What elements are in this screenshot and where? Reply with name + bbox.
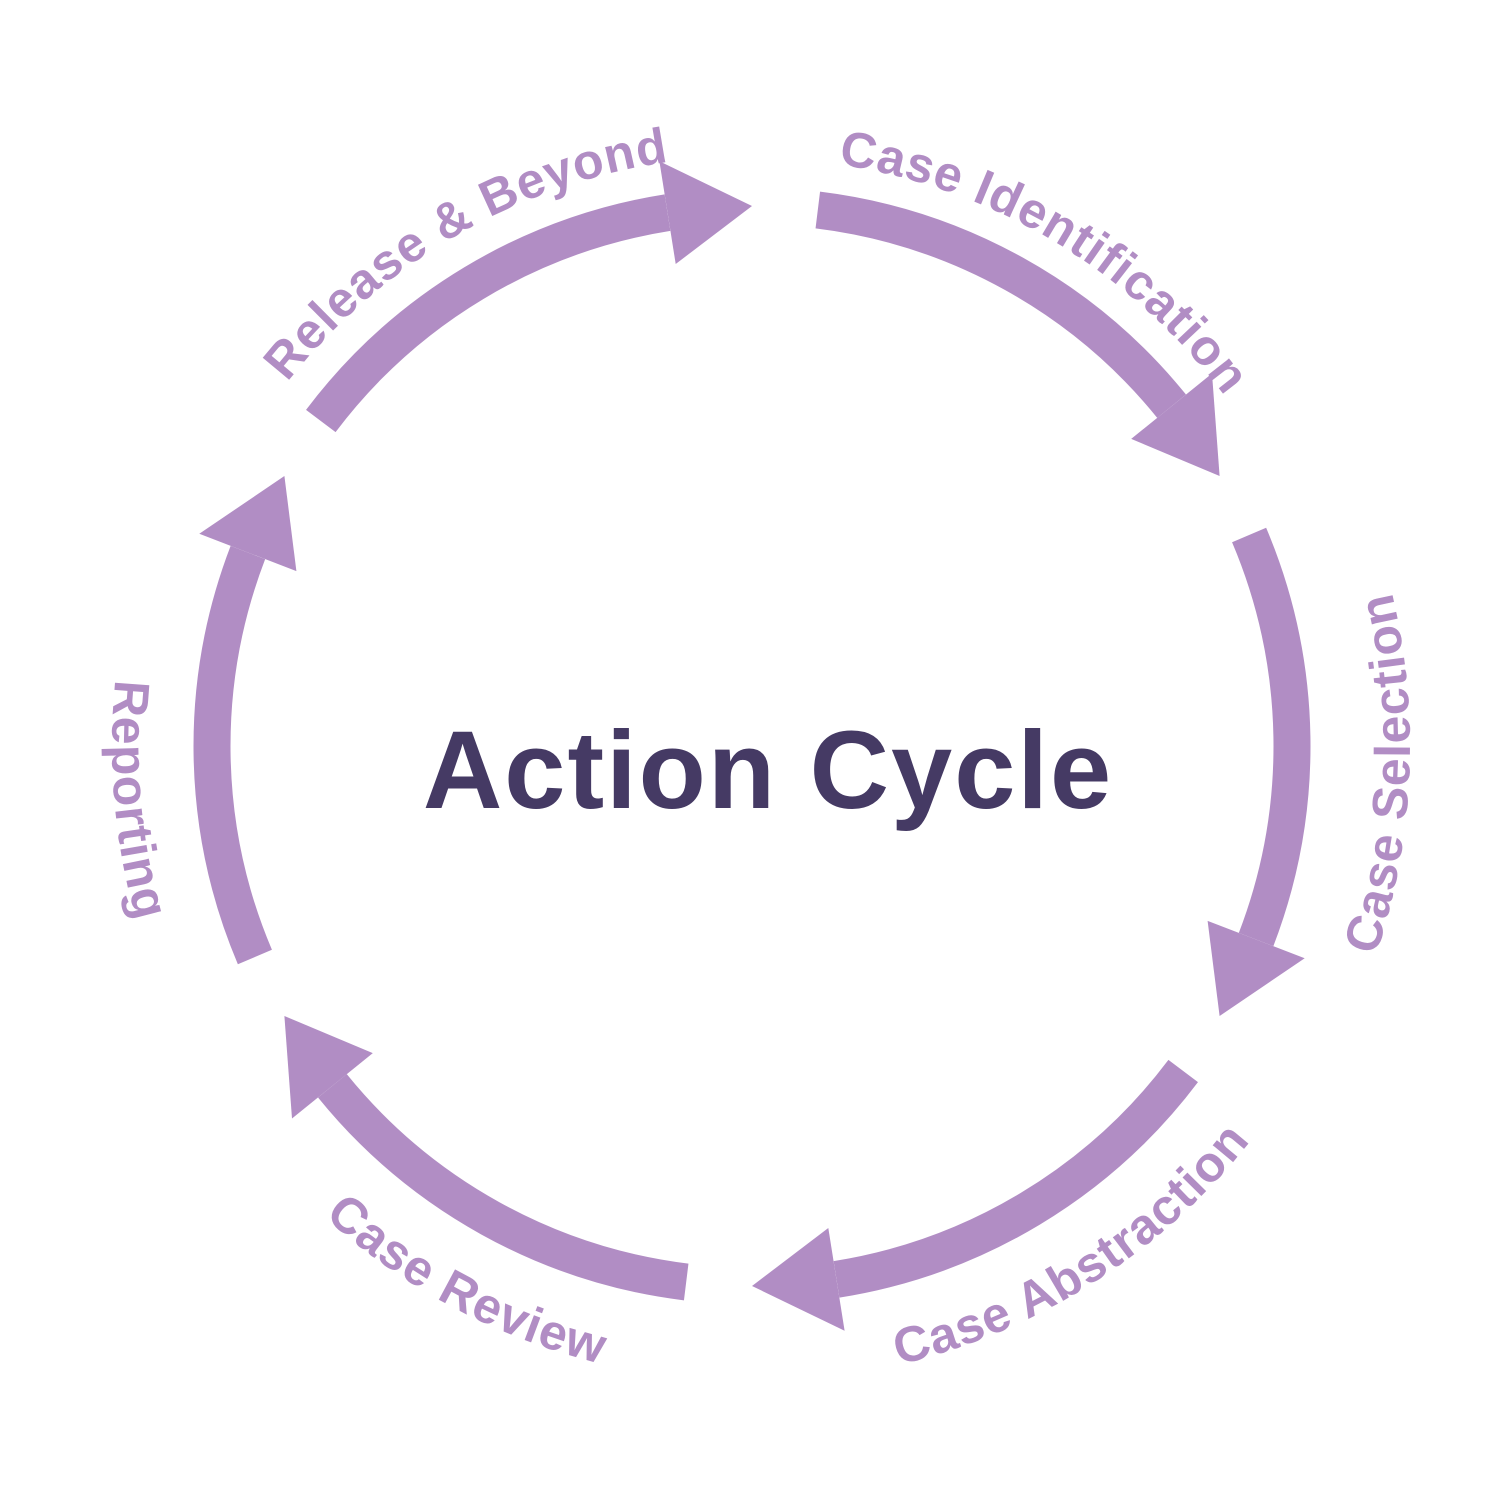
arrow-arc — [833, 1059, 1198, 1298]
step-label-release-beyond: Release & Beyond — [252, 117, 671, 389]
step-label-case-selection: Case Selection — [1333, 589, 1421, 959]
arrowhead-icon — [1131, 373, 1220, 476]
arrow-arc — [318, 1074, 689, 1301]
arrowhead-icon — [284, 1016, 373, 1119]
arrowhead-icon — [752, 1228, 845, 1331]
arrow-arc — [193, 545, 272, 965]
arrow-to-case-identification — [306, 161, 752, 433]
step-label-reporting: Reporting — [101, 679, 180, 925]
arrow-arc — [306, 194, 671, 433]
arrow-to-reporting — [284, 1016, 689, 1301]
arrow-to-release-beyond — [193, 476, 297, 965]
arrowhead-icon — [659, 161, 752, 264]
arrowhead-icon — [1207, 920, 1305, 1016]
arrow-to-case-selection — [815, 191, 1220, 476]
arrow-arc — [1232, 527, 1311, 947]
arrowhead-icon — [199, 476, 297, 572]
arrow-arc — [815, 191, 1186, 418]
cycle-title: Action Cycle — [423, 709, 1113, 832]
arrow-to-case-review — [752, 1059, 1198, 1331]
arrow-to-case-abstraction — [1207, 527, 1311, 1016]
step-label-case-identification: Case Identification — [836, 120, 1261, 404]
